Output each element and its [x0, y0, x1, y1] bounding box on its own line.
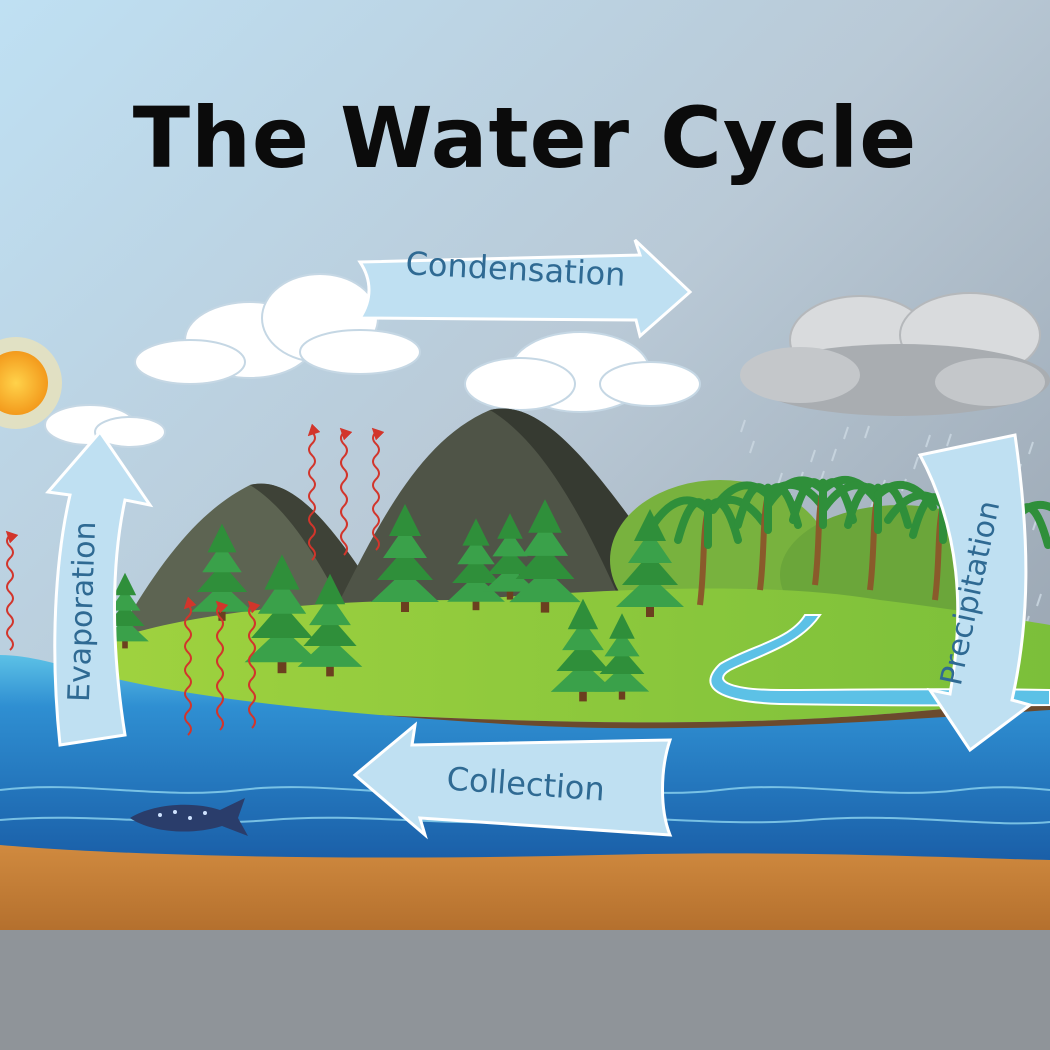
vapor-arrow-icon: [307, 423, 321, 561]
raindrop: [777, 472, 783, 486]
raindrop: [749, 440, 755, 454]
raindrop: [810, 449, 816, 463]
palm-tree-icon: [649, 496, 767, 606]
diagram-title: The Water Cycle: [132, 89, 918, 187]
evaporation-label: Evaporation: [62, 521, 103, 703]
cloud-small-left-icon: [44, 404, 166, 448]
raindrop: [1036, 593, 1042, 607]
pine-tree-icon: [482, 513, 538, 600]
pine-tree-icon: [447, 518, 505, 611]
cloud-white-large-icon: [134, 273, 421, 385]
pine-tree-icon: [509, 499, 581, 613]
condensation-arrow: Condensation: [357, 238, 693, 339]
whale-shark-icon: [130, 798, 248, 836]
palm-trees: [649, 476, 1050, 611]
raindrop: [831, 448, 837, 462]
raindrop: [925, 434, 931, 448]
bedrock-layer: [0, 930, 1050, 1050]
precipitation-arrow: Precipitation: [917, 433, 1034, 753]
pine-tree-icon: [371, 504, 439, 612]
raindrop: [1028, 441, 1034, 455]
raindrop: [843, 426, 849, 440]
collection-arrow: Collection: [352, 721, 673, 840]
sun-icon: [0, 337, 62, 429]
vapor-arrow-icon: [371, 427, 385, 551]
raindrop: [864, 425, 870, 439]
soil-layer: [0, 845, 1050, 943]
pine-tree-icon: [594, 613, 650, 700]
raindrop: [913, 456, 919, 470]
pine-tree-icon: [550, 598, 616, 702]
evaporation-arrow: Evaporation: [45, 429, 154, 747]
cloud-white-right-icon: [464, 331, 701, 413]
pine-tree-icon: [616, 509, 684, 617]
vapor-arrow-icon: [183, 596, 197, 736]
raindrop: [740, 419, 746, 433]
vapor-arrow-icon: [215, 600, 229, 731]
pine-tree-icon: [297, 573, 363, 677]
vapor-arrow-icon: [247, 600, 261, 729]
rain-cloud-icon: [740, 292, 1050, 416]
pine-tree-icon: [244, 554, 320, 674]
vapor-arrow-icon: [5, 530, 19, 651]
vapor-arrows: [5, 423, 385, 736]
raindrop: [946, 433, 952, 447]
vapor-arrow-icon: [339, 427, 353, 556]
